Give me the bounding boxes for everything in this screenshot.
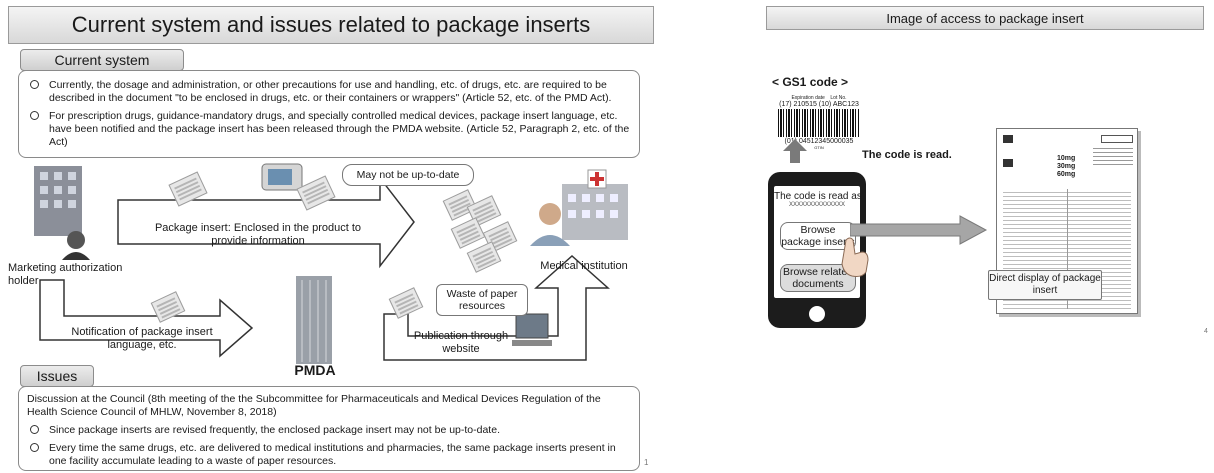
issues-label: Issues xyxy=(36,368,78,384)
left-slide-title: Current system and issues related to pac… xyxy=(71,12,591,37)
right-slide-title: Image of access to package insert xyxy=(886,10,1084,26)
barcode-block: Expiration date Lot No. (17) 210515 (10)… xyxy=(776,95,862,150)
hand-icon xyxy=(841,237,869,277)
not-up-to-date-callout: May not be up-to-date xyxy=(342,164,474,186)
computer-icon xyxy=(512,313,552,346)
bullet-text: Every time the same drugs, etc. are deli… xyxy=(49,442,616,467)
issues-intro: Discussion at the Council (8th meeting o… xyxy=(27,393,601,418)
bullet-circle-icon xyxy=(30,111,39,120)
callout-text: Waste of paper resources xyxy=(446,288,518,312)
right-slide: Image of access to package insert < GS1 … xyxy=(660,0,1214,473)
callout-text: Direct display of package insert xyxy=(989,273,1101,296)
bullet-text: Currently, the dosage and administration… xyxy=(49,79,612,104)
barcode-bottom-text: (01) 04512345000035 xyxy=(784,138,854,145)
marketing-holder-label: Marketing authorization holder xyxy=(8,262,123,287)
gs1-title: < GS1 code > xyxy=(772,75,849,89)
bullet-text: For prescription drugs, guidance-mandato… xyxy=(49,110,630,148)
code-read-label: The code is read. xyxy=(862,149,952,161)
right-slide-title-bar: Image of access to package insert xyxy=(766,6,1204,30)
phone-code: XXXXXXXXXXXXXX xyxy=(788,202,846,208)
hospital-icon xyxy=(530,169,628,246)
current-system-bullet: Currently, the dosage and administration… xyxy=(27,79,631,105)
left-slide-title-bar: Current system and issues related to pac… xyxy=(8,6,654,44)
doc-dose-3: 60mg xyxy=(1057,171,1076,178)
barcode-header: Expiration date Lot No. xyxy=(791,95,847,101)
left-page-number: 1 xyxy=(644,458,649,467)
barcode-icon xyxy=(778,109,860,137)
doc-dose-1: 10mg xyxy=(1057,155,1076,162)
left-slide: Current system and issues related to pac… xyxy=(0,0,656,473)
direct-display-callout: Direct display of package insert xyxy=(988,270,1102,300)
bullet-circle-icon xyxy=(30,443,39,452)
bullet-text: Since package inserts are revised freque… xyxy=(49,424,500,436)
button-label: Browse related documents xyxy=(782,266,854,290)
waste-callout: Waste of paper resources xyxy=(436,284,528,316)
callout-text: May not be up-to-date xyxy=(356,169,460,181)
publication-arrow xyxy=(383,254,610,361)
office-building-icon xyxy=(34,166,90,260)
bullet-circle-icon xyxy=(30,80,39,89)
barcode-gtin: GTIN xyxy=(814,145,824,150)
doc-dose-2: 30mg xyxy=(1057,163,1076,170)
browse-package-inserts-button[interactable]: Browse package inserts xyxy=(780,222,856,250)
medical-device-icon xyxy=(261,163,303,191)
current-system-box: Currently, the dosage and administration… xyxy=(18,70,640,158)
issues-bullet: Since package inserts are revised freque… xyxy=(27,424,631,437)
display-arrow-icon xyxy=(850,215,988,245)
current-system-tag: Current system xyxy=(20,49,184,71)
button-label: Browse package inserts xyxy=(781,224,855,248)
pmda-building-icon xyxy=(296,276,332,364)
bullet-circle-icon xyxy=(30,425,39,434)
current-system-bullet: For prescription drugs, guidance-mandato… xyxy=(27,110,631,149)
package-insert-arrow-label: Package insert: Enclosed in the product … xyxy=(154,222,362,247)
notification-arrow xyxy=(39,279,254,358)
issues-tag: Issues xyxy=(20,365,94,387)
upload-arrow-icon xyxy=(783,139,807,163)
issues-box: Discussion at the Council (8th meeting o… xyxy=(18,386,640,471)
publication-arrow-label: Publication through website xyxy=(413,330,509,355)
barcode-top-text: (17) 210515 (10) ABC123 xyxy=(779,101,859,108)
medical-institution-label: Medical institution xyxy=(540,260,628,272)
flow-diagram xyxy=(34,163,628,364)
pmda-label: PMDA xyxy=(294,362,336,378)
current-system-label: Current system xyxy=(54,52,150,68)
notification-arrow-label: Notification of package insert language,… xyxy=(71,326,213,351)
phone-read-as: The code is read as xyxy=(774,191,862,202)
issues-bullet: Every time the same drugs, etc. are deli… xyxy=(27,442,631,468)
right-page-number: 4 xyxy=(1204,328,1208,335)
phone-home-button[interactable] xyxy=(809,306,825,322)
